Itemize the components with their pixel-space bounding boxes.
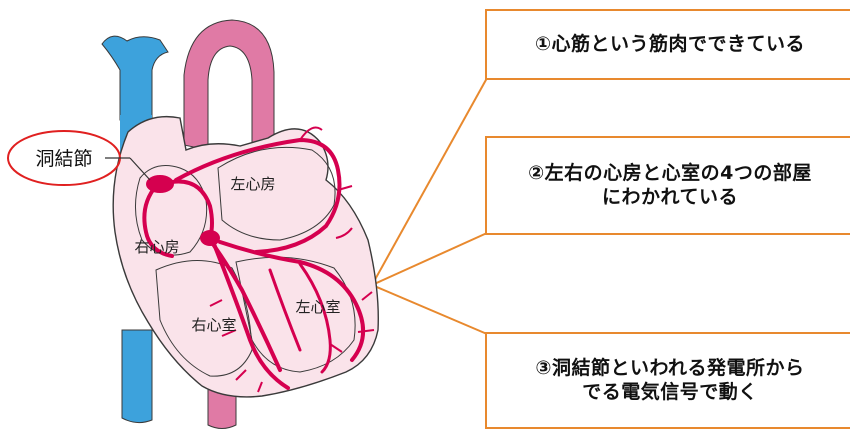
vena-cava	[101, 35, 169, 424]
heart-body	[112, 115, 379, 398]
callout-line-3	[371, 284, 488, 335]
right-atrium-label: 右心房	[134, 238, 179, 256]
note-1-line-1: ①心筋という筋肉でできている	[534, 32, 806, 55]
note-2-line-1: ②左右の心房と心室の4つの部屋	[528, 161, 812, 184]
note-3-line-1: ③洞結節といわれる発電所から	[535, 356, 805, 379]
left-atrium-label: 左心房	[230, 175, 275, 193]
note-box-1: ①心筋という筋肉でできている	[485, 9, 850, 80]
left-ventricle-label: 左心室	[295, 298, 340, 316]
right-ventricle-label: 右心室	[191, 316, 236, 334]
chamber-outlines	[134, 146, 356, 377]
callout-lines	[371, 77, 488, 335]
note-box-3: ③洞結節といわれる発電所から でる電気信号で動く	[485, 332, 850, 429]
sa-node-pointer-d	[129, 157, 151, 181]
sa-node-label: 洞結節	[35, 148, 92, 170]
note-box-2: ②左右の心房と心室の4つの部屋 にわかれている	[485, 136, 850, 235]
sa-node-dot	[146, 175, 174, 193]
conduction-branches	[209, 126, 375, 393]
av-node-dot	[200, 230, 220, 246]
callout-line-2	[371, 232, 488, 286]
callout-line-1	[371, 77, 488, 286]
note-2-line-2: にわかれている	[602, 185, 738, 208]
note-3-line-2: でる電気信号で動く	[582, 380, 758, 403]
